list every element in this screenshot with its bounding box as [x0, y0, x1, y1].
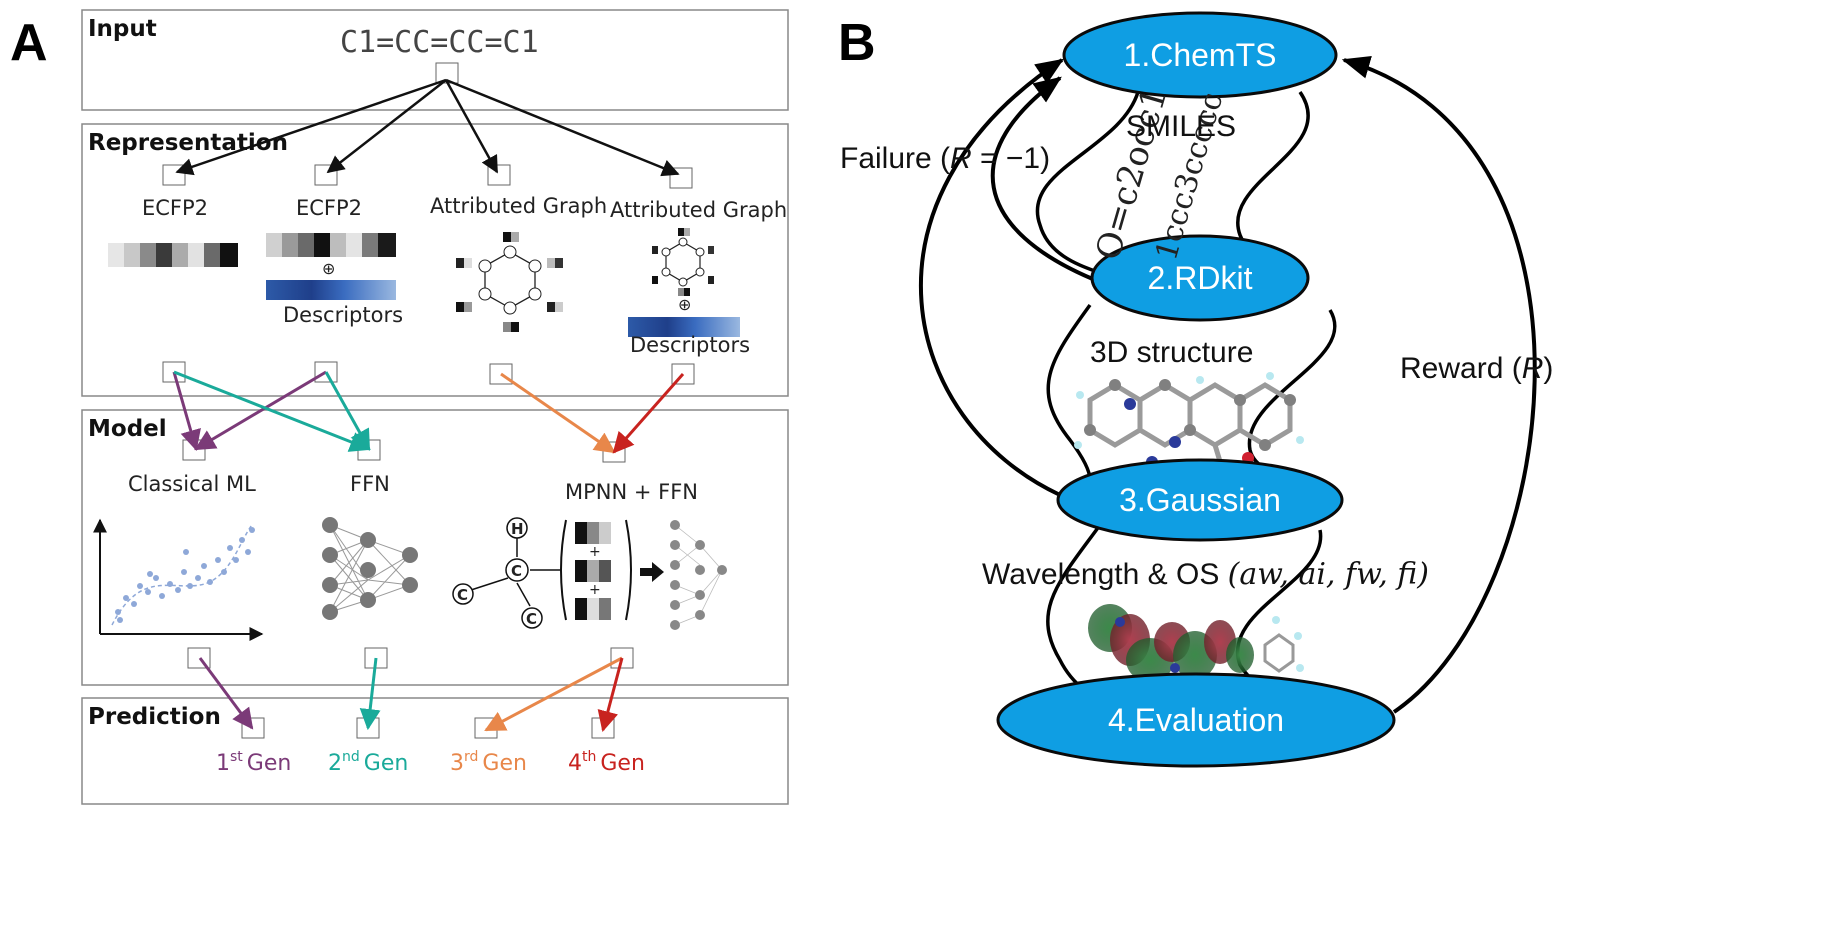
rep-node-3-top — [487, 164, 511, 186]
rep-label-3: Attributed Graph — [430, 194, 607, 218]
panel-b-letter: B — [838, 14, 876, 72]
model-label-ffn: FFN — [350, 472, 390, 496]
descriptor-bar-2 — [628, 317, 740, 337]
pred-node-3 — [474, 717, 498, 739]
circle-plus-2: ⊕ — [678, 295, 691, 314]
model-section: Model Classical ML FFN MPNN + FFN — [81, 409, 789, 686]
stage-3: 3.Gaussian — [1056, 458, 1344, 542]
rep-label-2: ECFP2 — [296, 196, 362, 220]
rep-to-model-arrows — [172, 370, 685, 454]
atom-c-center: C — [511, 562, 522, 580]
atom-h: H — [511, 520, 524, 538]
input-title: Input — [88, 16, 157, 42]
mpnn-illustration: H C C C + + — [452, 517, 727, 630]
orbital-illustration — [1088, 604, 1304, 690]
mpnn-plus-1: + — [589, 544, 601, 560]
model-label-classical: Classical ML — [128, 472, 256, 496]
fingerprint-bar-1 — [108, 243, 238, 267]
descriptor-bar-1 — [266, 280, 396, 300]
mpnn-plus-2: + — [589, 582, 601, 598]
rep-node-1-top — [162, 164, 186, 186]
input-to-rep-arrows — [175, 78, 680, 177]
input-section: Input C1=CC=CC=C1 — [81, 9, 789, 111]
stage-3-label: 3.Gaussian — [1119, 482, 1281, 518]
feedback-loops — [918, 55, 1537, 714]
stage-2: 2.RDkit — [1090, 234, 1310, 322]
model-label-mpnn: MPNN + FFN — [565, 480, 698, 504]
structure-label: 3D structure — [1090, 336, 1253, 369]
reward-label: Reward (R) — [1400, 352, 1553, 385]
descriptor-label-2: Descriptors — [630, 333, 750, 357]
wavelength-label: Wavelength & OS (aw, ai, fw, fi) — [982, 557, 1429, 592]
prediction-title: Prediction — [88, 704, 221, 730]
rep-label-1: ECFP2 — [142, 196, 208, 220]
scatter-plot-illustration — [93, 518, 264, 641]
model-title: Model — [88, 416, 167, 442]
circle-plus-1: ⊕ — [322, 259, 335, 278]
atom-c-left: C — [457, 586, 468, 604]
attributed-graph-1 — [456, 232, 563, 332]
stage-4: 4.Evaluation — [996, 672, 1396, 768]
smiles-label: SMILES — [1126, 110, 1236, 143]
panel-a-letter: A — [10, 14, 48, 72]
stage-2-label: 2.RDkit — [1148, 260, 1253, 296]
rep-label-4: Attributed Graph — [610, 198, 787, 222]
stage-1: 1.ChemTS — [1062, 11, 1338, 99]
molecule-3d-illustration — [1074, 372, 1304, 476]
ffn-network-illustration — [322, 517, 418, 620]
representation-title: Representation — [88, 130, 288, 156]
input-smiles: C1=CC=CC=C1 — [340, 25, 539, 60]
failure-label: Failure (R = −1) — [840, 142, 1050, 175]
model-node-2-top — [357, 439, 381, 461]
stage-4-label: 4.Evaluation — [1108, 702, 1284, 738]
stage-1-label: 1.ChemTS — [1124, 37, 1277, 73]
descriptor-label-1: Descriptors — [283, 303, 403, 327]
representation-section: Representation ECFP2 ECFP2 Attributed Gr… — [81, 123, 789, 397]
model-to-pred-arrows — [198, 656, 624, 733]
fingerprint-bar-2 — [266, 233, 396, 257]
attributed-graph-2 — [652, 228, 714, 296]
atom-c-bottom: C — [526, 610, 537, 628]
